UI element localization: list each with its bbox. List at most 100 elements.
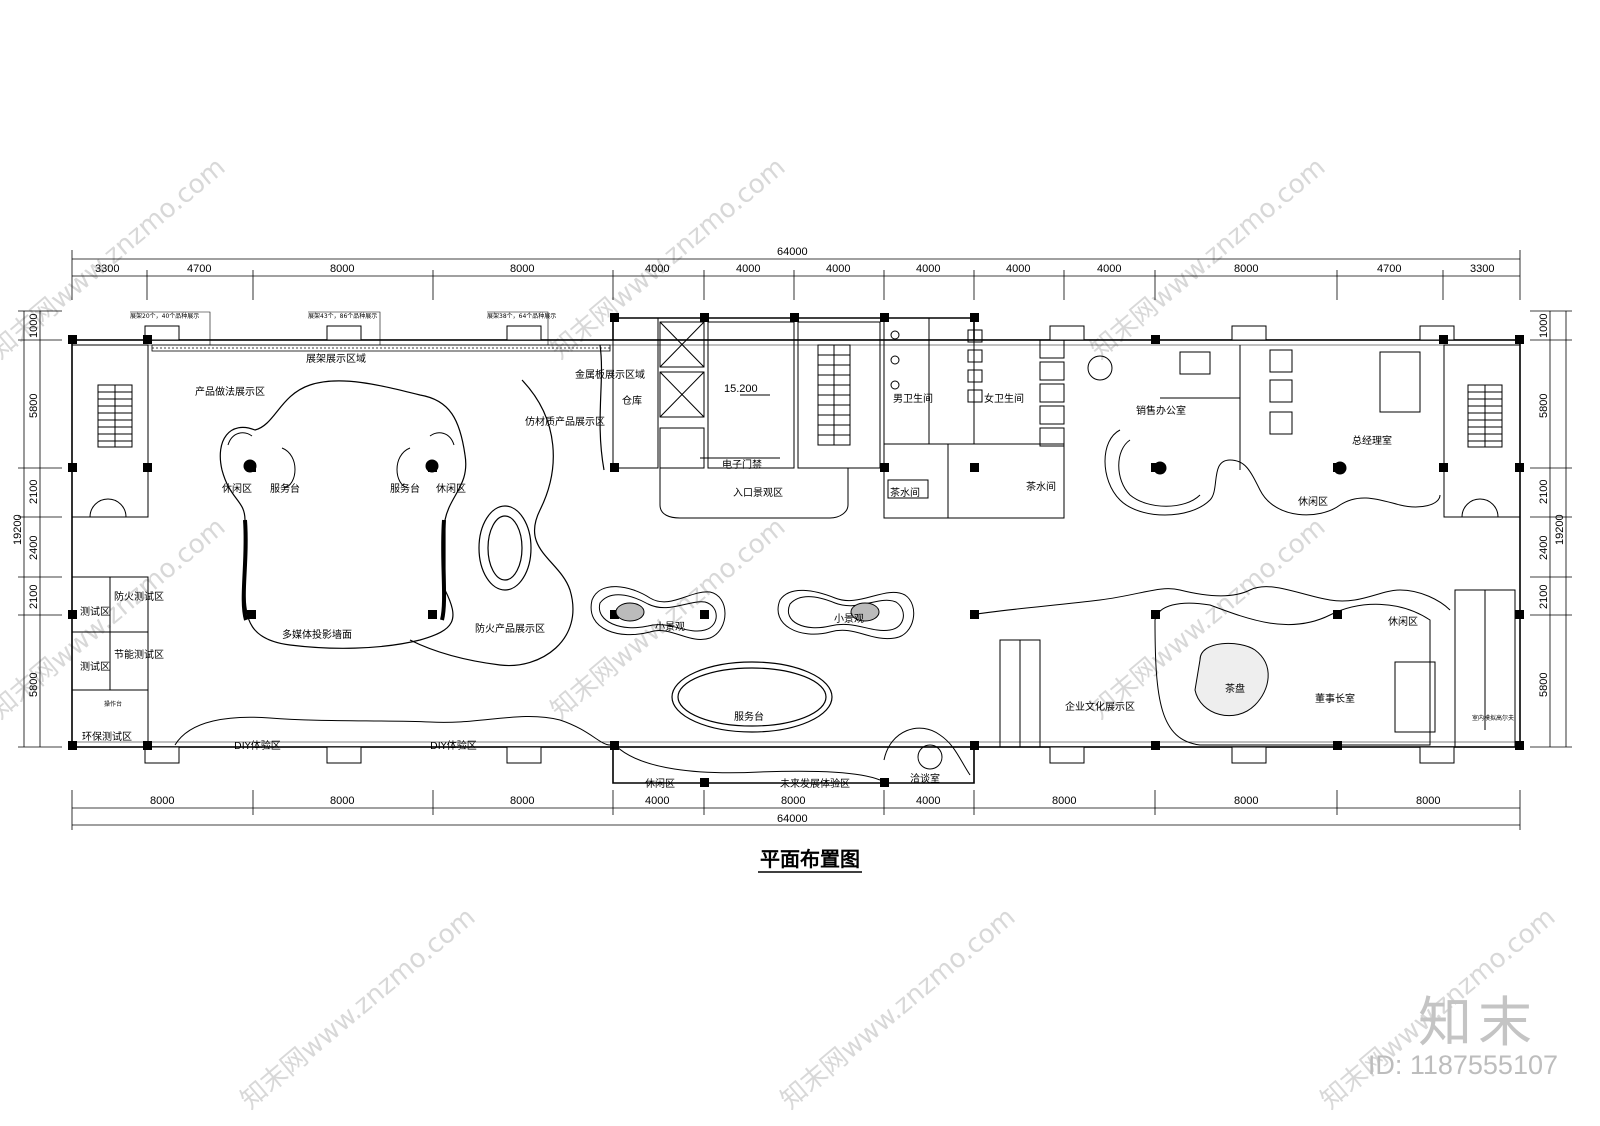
right-stair-core bbox=[1443, 344, 1521, 518]
label-diy-right: DIY体验区 bbox=[430, 739, 477, 752]
label-tea-table: 茶盘 bbox=[1225, 682, 1245, 695]
label-entrance-landscape: 入口景观区 bbox=[733, 487, 783, 499]
watermark-text: 知末网www.znzmo.com bbox=[545, 512, 791, 725]
test-rooms bbox=[71, 576, 149, 748]
dim-top-8: 4000 bbox=[916, 263, 940, 275]
dim-left-2: 5800 bbox=[28, 394, 40, 418]
left-stair-core bbox=[71, 344, 149, 518]
dim-bottom-2: 8000 bbox=[330, 795, 354, 807]
top-dimension-chain bbox=[71, 250, 1521, 300]
label-tea-room-small: 茶水间 bbox=[890, 486, 920, 499]
display-rack-strip bbox=[130, 311, 611, 352]
label-lounge-left: 休闲区 bbox=[222, 482, 252, 495]
brand-watermark: 知末 bbox=[1418, 991, 1538, 1054]
central-core bbox=[612, 317, 881, 519]
window-bays bbox=[144, 325, 1455, 764]
brand-id-label: ID: 1187555107 bbox=[1367, 1050, 1558, 1080]
overall-width-top: 64000 bbox=[777, 246, 808, 258]
bottom-dimension-labels: 8000 8000 8000 4000 8000 4000 8000 8000 … bbox=[150, 795, 1440, 807]
dim-bottom-5: 8000 bbox=[781, 795, 805, 807]
sales-office-and-gm bbox=[1087, 345, 1441, 516]
label-multimedia-wall: 多媒体投影墙面 bbox=[282, 628, 352, 641]
lounge-seating-left bbox=[227, 432, 455, 489]
dim-bottom-3: 8000 bbox=[510, 795, 534, 807]
label-service-center: 服务台 bbox=[734, 710, 764, 723]
watermark-text: 知末网www.znzmo.com bbox=[775, 902, 1021, 1115]
dim-right-6: 5800 bbox=[1538, 673, 1550, 697]
dim-right-2: 5800 bbox=[1538, 394, 1550, 418]
dim-bottom-1: 8000 bbox=[150, 795, 174, 807]
label-lounge-chairman: 休闲区 bbox=[1388, 615, 1418, 628]
bottom-dimension-chain bbox=[71, 790, 1521, 830]
label-energy-test: 节能测试区 bbox=[114, 648, 164, 661]
side-dimension-chains bbox=[18, 310, 1572, 748]
dim-bottom-4: 4000 bbox=[645, 795, 669, 807]
label-imitation-material: 仿材质产品展示区 bbox=[525, 415, 605, 428]
label-rack-display: 展架展示区域 bbox=[306, 352, 366, 365]
label-mens-restroom: 男卫生间 bbox=[893, 392, 933, 405]
watermark-text: 知末网www.znzmo.com bbox=[235, 902, 481, 1115]
dim-top-1: 3300 bbox=[95, 263, 119, 275]
dim-right-5: 2100 bbox=[1538, 585, 1550, 609]
rack-note-right: 展架38个，64个品种展示 bbox=[487, 312, 556, 320]
label-lounge-bottom: 休闲区 bbox=[645, 777, 675, 790]
side-dimension-labels: 1000 5800 2100 2400 2100 5800 19200 1000… bbox=[12, 314, 1566, 697]
dim-left-1: 1000 bbox=[28, 314, 40, 338]
label-service-left: 服务台 bbox=[270, 482, 300, 495]
label-product-method: 产品做法展示区 bbox=[195, 385, 265, 398]
overall-width-bottom: 64000 bbox=[777, 813, 808, 825]
drawing-title: 平面布置图 bbox=[760, 847, 860, 871]
dim-top-2: 4700 bbox=[187, 263, 211, 275]
label-future-zone: 未来发展体验区 bbox=[780, 777, 850, 790]
rack-note-center: 展架43个，86个品种展示 bbox=[308, 312, 377, 320]
dim-left-3: 2100 bbox=[28, 480, 40, 504]
label-test-2: 测试区 bbox=[80, 660, 110, 673]
label-eco-test: 环保测试区 bbox=[82, 730, 132, 743]
label-operation: 操作台 bbox=[104, 700, 122, 708]
rack-note-left: 展架20个，40个品种展示 bbox=[130, 312, 199, 320]
dim-left-6: 5800 bbox=[28, 673, 40, 697]
label-metal-panel: 金属板展示区域 bbox=[575, 368, 645, 381]
label-diy-left: DIY体验区 bbox=[234, 739, 281, 752]
dim-left-total: 19200 bbox=[12, 514, 24, 545]
label-landscape-right: 小景观 bbox=[834, 613, 864, 625]
dim-top-4: 8000 bbox=[510, 263, 534, 275]
label-fireproof-display: 防火产品展示区 bbox=[475, 622, 545, 635]
dim-bottom-6: 4000 bbox=[916, 795, 940, 807]
elevation-mark: 15.200 bbox=[724, 383, 758, 395]
label-corporate-culture: 企业文化展示区 bbox=[1065, 700, 1135, 713]
central-service-desk bbox=[671, 661, 833, 733]
dim-right-3: 2100 bbox=[1538, 480, 1550, 504]
watermark-layer: 知末网www.znzmo.com 知末网www.znzmo.com 知末网www… bbox=[0, 152, 1561, 1115]
label-indoor-golf: 室内模拟高尔夫 bbox=[1472, 714, 1514, 722]
dim-bottom-7: 8000 bbox=[1052, 795, 1076, 807]
label-landscape-left: 小景观 bbox=[655, 621, 685, 633]
label-gm-office: 总经理室 bbox=[1352, 434, 1392, 447]
dim-top-11: 8000 bbox=[1234, 263, 1258, 275]
label-fire-test: 防火测试区 bbox=[114, 590, 164, 603]
dim-top-13: 3300 bbox=[1470, 263, 1494, 275]
product-exhibition-zone bbox=[219, 344, 605, 667]
top-dimension-labels: 3300 4700 8000 8000 4000 4000 4000 4000 … bbox=[95, 263, 1494, 275]
dim-top-6: 4000 bbox=[736, 263, 760, 275]
dim-left-4: 2400 bbox=[28, 536, 40, 560]
label-negotiation: 洽谈室 bbox=[910, 772, 940, 785]
dim-right-1: 1000 bbox=[1538, 314, 1550, 338]
label-womens-restroom: 女卫生间 bbox=[984, 392, 1024, 405]
label-service-right: 服务台 bbox=[390, 482, 420, 495]
dim-right-4: 2400 bbox=[1538, 536, 1550, 560]
label-electronic-door: 电子门禁 bbox=[722, 458, 762, 471]
dim-top-3: 8000 bbox=[330, 263, 354, 275]
label-sales-office: 销售办公室 bbox=[1136, 404, 1186, 417]
dim-left-5: 2100 bbox=[28, 585, 40, 609]
label-test-1: 测试区 bbox=[80, 605, 110, 618]
dim-top-7: 4000 bbox=[826, 263, 850, 275]
dim-top-10: 4000 bbox=[1097, 263, 1121, 275]
label-warehouse: 仓库 bbox=[622, 394, 642, 407]
dim-top-9: 4000 bbox=[1006, 263, 1030, 275]
diy-experience-boundary bbox=[174, 716, 971, 781]
dim-top-12: 4700 bbox=[1377, 263, 1401, 275]
label-lounge-right: 休闲区 bbox=[436, 482, 466, 495]
dim-top-5: 4000 bbox=[645, 263, 669, 275]
